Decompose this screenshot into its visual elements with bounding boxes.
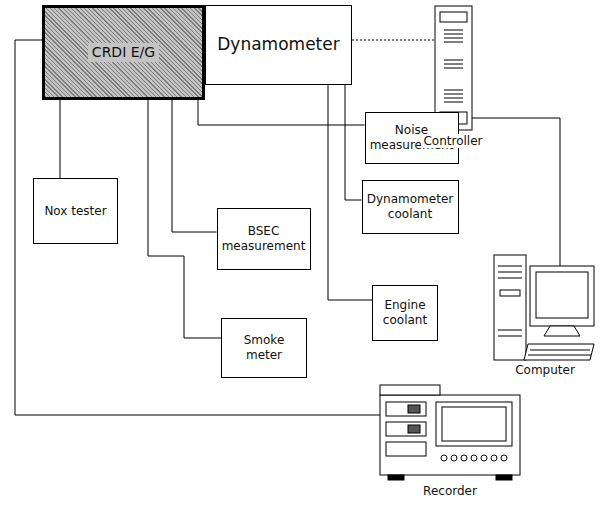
connector-line xyxy=(148,100,221,338)
box-label: Nox tester xyxy=(44,204,106,219)
box-label: CRDI E/G xyxy=(88,43,159,63)
equipment-box: BSEC measurement xyxy=(217,208,311,270)
box-label: Smoke meter xyxy=(225,333,303,363)
recorder-illustration xyxy=(380,385,520,480)
equipment-label: Recorder xyxy=(421,484,479,498)
equipment-box: Smoke meter xyxy=(221,318,307,378)
box-label: Engine coolant xyxy=(376,298,434,328)
equipment-box: Nox tester xyxy=(33,178,118,244)
equipment-box: Dynamometer coolant xyxy=(362,180,459,234)
computer-wire xyxy=(472,118,560,268)
equipment-label: Computer xyxy=(513,363,577,377)
connector-line xyxy=(172,100,217,232)
controller-wire xyxy=(352,40,435,41)
box-label: Dynamometer xyxy=(217,34,339,55)
equipment-box: Engine coolant xyxy=(372,285,438,341)
connector-line xyxy=(345,85,362,200)
box-label: BSEC measurement xyxy=(221,224,307,254)
connector-line xyxy=(198,100,365,125)
equipment-box: Dynamometer xyxy=(205,5,352,85)
engine-box: CRDI E/G xyxy=(42,5,205,100)
computer-illustration xyxy=(494,255,594,360)
equipment-label: Controller xyxy=(421,134,484,148)
box-label: Dynamometer coolant xyxy=(366,192,455,222)
connector-line xyxy=(60,100,61,178)
